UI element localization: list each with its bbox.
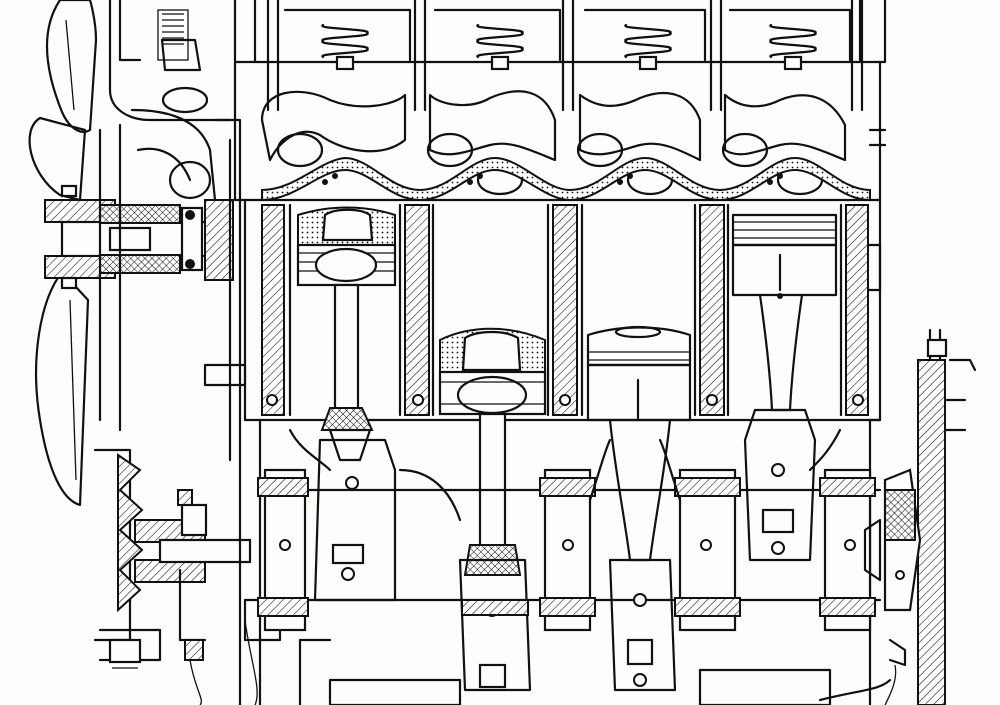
piston-3 (586, 325, 692, 562)
valve-spring (321, 23, 369, 71)
cylinder-head (233, 0, 887, 202)
oil-pan (298, 638, 892, 705)
flywheel-assembly (863, 328, 977, 705)
piston-1 (296, 206, 397, 431)
crank-pulley (93, 448, 252, 669)
valve-spring (624, 23, 672, 71)
piston-2 (438, 327, 547, 576)
valve-spring (476, 23, 524, 71)
valve-spring (769, 23, 817, 71)
head-bolts (266, 0, 864, 112)
crankshaft (256, 408, 882, 692)
water-pump-assembly (44, 0, 234, 432)
piston-4 (731, 213, 838, 412)
valve-springs (321, 23, 817, 71)
misc-details (60, 128, 887, 292)
cylinder-block (243, 198, 882, 705)
head-gasket (261, 156, 871, 202)
